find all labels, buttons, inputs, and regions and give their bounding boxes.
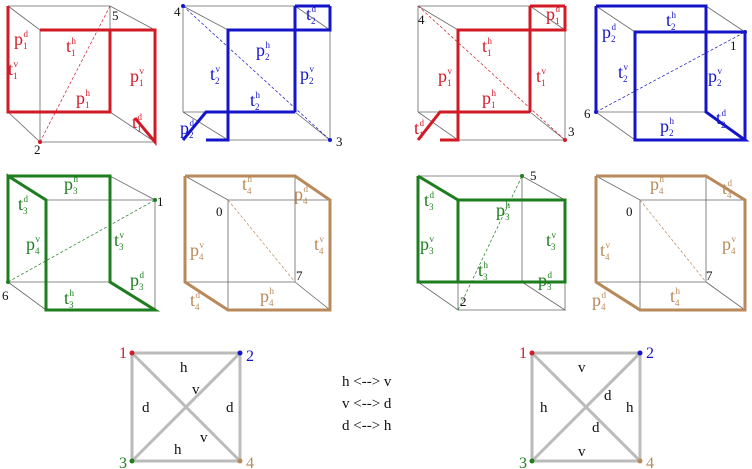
cube5-label-3: t3v bbox=[114, 230, 125, 252]
cube1-vertex-2: 2 bbox=[34, 142, 41, 157]
cube7-vertex-2: 2 bbox=[460, 294, 467, 309]
cube2-label-5: p2d bbox=[180, 118, 195, 140]
cube4-label-3: p2v bbox=[708, 66, 723, 88]
sqL-corner-4: 4 bbox=[246, 455, 254, 469]
cube7-vertex-5: 5 bbox=[530, 168, 537, 183]
cube3-vertex-3: 3 bbox=[568, 124, 575, 139]
sqR-edge-diag-upper: d bbox=[604, 388, 612, 404]
cube5-vertex-6: 6 bbox=[2, 288, 9, 303]
cube7-label-0: t3d bbox=[424, 190, 435, 212]
cube6-label-3: t4v bbox=[314, 234, 325, 256]
cube-tan-8: p4h t4d t4v p4v p4d t4h 0 7 bbox=[592, 174, 747, 312]
cube6-label-4: t4d bbox=[190, 290, 201, 312]
cube1-label-3: p1h bbox=[76, 88, 91, 110]
cube6-vertex-0: 0 bbox=[216, 204, 223, 219]
cube-tan-6: t4h p4d p4v t4v t4d p4h 0 7 bbox=[183, 174, 332, 312]
sqR-edge-top: v bbox=[578, 360, 586, 376]
cube1-label-5: t1d bbox=[132, 112, 143, 134]
sqL-edge-diag-upper: v bbox=[192, 382, 200, 398]
cube6-label-0: t4h bbox=[242, 174, 253, 196]
cube8-label-5: t4h bbox=[670, 286, 681, 308]
cube7-label-5: p3d bbox=[538, 270, 553, 292]
cube3-vertex-4: 4 bbox=[418, 12, 425, 27]
sqR-corner-1: 1 bbox=[519, 345, 527, 362]
cube4-label-2: t2v bbox=[618, 62, 629, 84]
cube5-label-0: p3h bbox=[64, 174, 79, 196]
mapping-row-3: d <--> h bbox=[342, 418, 392, 434]
mapping-legend: h <--> v v <--> d d <--> h bbox=[342, 374, 392, 434]
cube6-label-2: p4v bbox=[190, 240, 205, 262]
sqL-edge-bottom: h bbox=[174, 442, 182, 458]
sqL-edge-left: d bbox=[142, 400, 150, 416]
sqR-edge-diag-lower: d bbox=[592, 420, 600, 436]
sqR-corner-4: 4 bbox=[646, 455, 654, 469]
cube-green-5: p3h t3d p4v t3v p3d t3h 1 6 bbox=[2, 173, 164, 312]
sqR-corner-3: 3 bbox=[519, 455, 527, 469]
square-left: 1 2 3 4 h v d d v h bbox=[119, 345, 254, 469]
cube6-vertex-7: 7 bbox=[296, 268, 303, 283]
cube1-label-4: p1v bbox=[130, 66, 145, 88]
cube1-label-0: p1d bbox=[14, 29, 29, 51]
cube8-label-0: p4h bbox=[650, 174, 665, 196]
cube5-label-5: t3h bbox=[64, 288, 75, 310]
sqR-edge-right: h bbox=[626, 400, 634, 416]
cube2-label-2: t2v bbox=[210, 64, 221, 86]
cube-blue-2: t2d p2h t2v p2v t2h p2d 4 3 bbox=[174, 4, 343, 149]
sqL-edge-top: h bbox=[180, 360, 188, 376]
cube7-label-1: p3h bbox=[496, 200, 511, 222]
cube8-label-2: t4v bbox=[600, 240, 611, 262]
cube8-label-1: t4d bbox=[722, 178, 733, 200]
cube-red-3: p1d t1h p1v t1v p1h t1d 4 3 bbox=[414, 4, 575, 142]
cube5-label-2: p4v bbox=[26, 234, 41, 256]
cube2-label-3: p2v bbox=[300, 64, 315, 86]
mapping-row-2: v <--> d bbox=[342, 396, 392, 412]
sqL-corner-3: 3 bbox=[119, 455, 127, 469]
square-right: 1 2 3 4 v h d h d v bbox=[519, 345, 654, 469]
cube8-label-4: p4d bbox=[592, 290, 607, 312]
sqR-edge-bottom: v bbox=[578, 444, 586, 460]
sqR-corner-2: 2 bbox=[646, 345, 654, 362]
cube4-label-1: t2h bbox=[666, 10, 677, 32]
cube-blue-4: p2d t2h t2v p2v p2h t2d 1 6 bbox=[584, 4, 750, 142]
cube5-label-1: t3d bbox=[18, 194, 29, 216]
cube4-label-5: t2d bbox=[716, 108, 727, 130]
cube7-label-4: t3h bbox=[478, 260, 489, 282]
cube7-label-3: t3v bbox=[546, 230, 557, 252]
cube3-label-3: t1v bbox=[536, 66, 547, 88]
cube5-label-4: p3d bbox=[130, 270, 145, 292]
cube6-label-5: p4h bbox=[260, 286, 275, 308]
cube1-vertex-5: 5 bbox=[112, 8, 119, 23]
sqL-corner-2: 2 bbox=[246, 348, 254, 365]
cube2-label-0: t2d bbox=[306, 4, 317, 26]
cube3-label-0: p1d bbox=[546, 4, 561, 26]
cube8-vertex-7: 7 bbox=[706, 268, 713, 283]
cube7-label-2: p3v bbox=[420, 234, 435, 256]
cube2-vertex-4: 4 bbox=[174, 4, 181, 19]
sqL-edge-right: d bbox=[226, 400, 234, 416]
cube4-vertex-1: 1 bbox=[730, 38, 737, 53]
cube5-vertex-1: 1 bbox=[157, 194, 164, 209]
cube8-label-3: p4v bbox=[722, 234, 737, 256]
cube8-vertex-0: 0 bbox=[626, 204, 633, 219]
cube4-label-4: p2h bbox=[660, 116, 675, 138]
cube-red-1: p1d t1v t1h p1h p1v t1d 5 2 bbox=[6, 5, 157, 157]
cube1-label-2: t1h bbox=[66, 36, 77, 58]
cube2-label-4: t2h bbox=[250, 90, 261, 112]
cube3-label-2: p1v bbox=[438, 66, 453, 88]
cube4-vertex-6: 6 bbox=[584, 106, 591, 121]
cube2-vertex-3: 3 bbox=[336, 134, 343, 149]
sqL-edge-diag-lower: v bbox=[200, 430, 208, 446]
cube4-label-0: p2d bbox=[602, 22, 617, 44]
cube-green-7: t3d p3h p3v t3v t3h p3d 5 2 bbox=[416, 168, 567, 311]
cube6-label-1: p4d bbox=[294, 184, 309, 206]
cube3-label-1: t1h bbox=[482, 36, 493, 58]
cube2-label-1: p2h bbox=[256, 40, 271, 62]
cube3-label-4: p1h bbox=[482, 88, 497, 110]
sqL-corner-1: 1 bbox=[119, 345, 127, 362]
sqR-edge-left: h bbox=[540, 400, 548, 416]
mapping-row-1: h <--> v bbox=[342, 374, 392, 390]
cube3-label-5: t1d bbox=[414, 118, 425, 140]
cube1-label-1: t1v bbox=[8, 59, 19, 81]
